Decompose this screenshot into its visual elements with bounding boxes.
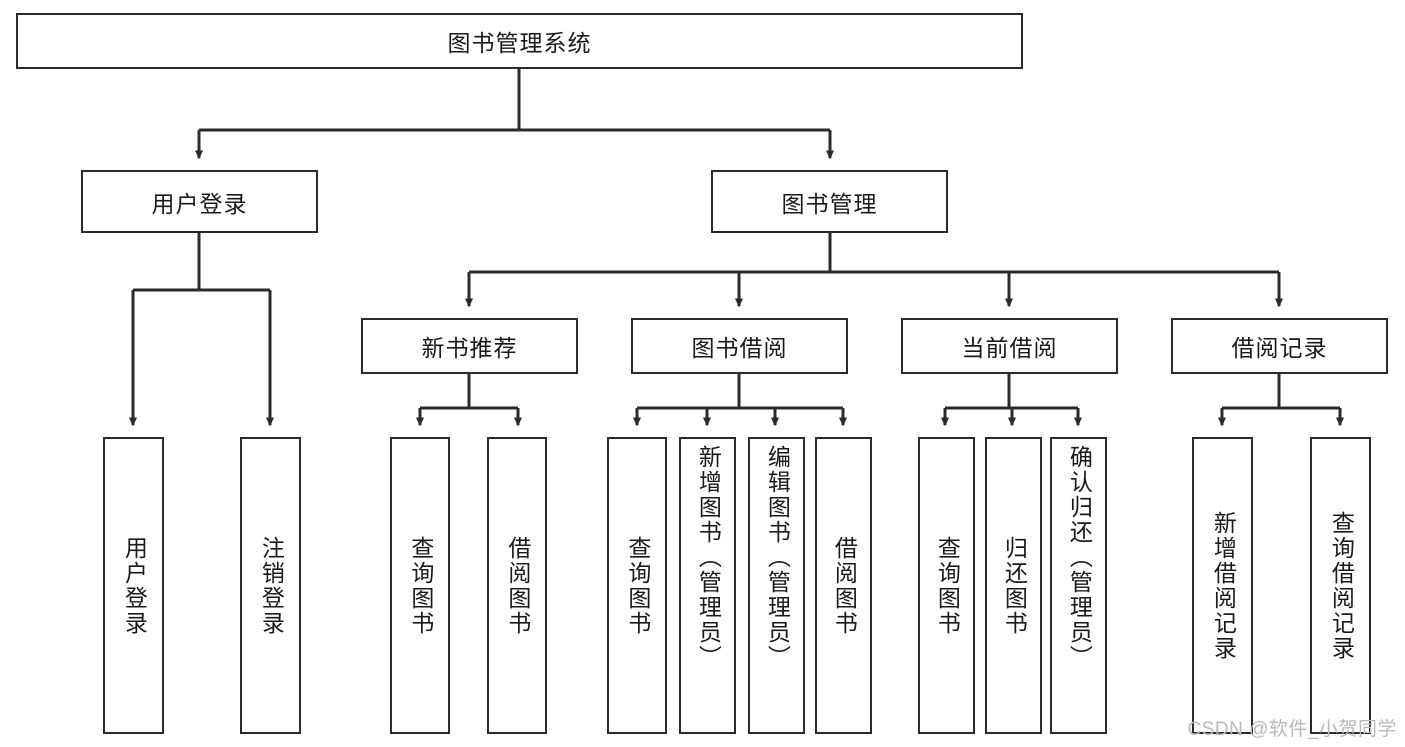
node-leaf-query-book-1[interactable]: 查询图书: [390, 437, 450, 734]
node-leaf-logout-label: 注销登录: [258, 535, 285, 636]
node-leaf-edit-book[interactable]: 编辑图书（管理员）: [748, 437, 805, 734]
node-current-borrow-label: 当前借阅: [961, 335, 1058, 361]
node-leaf-user-login-label: 用户登录: [121, 535, 148, 636]
node-new-book-recommend[interactable]: 新书推荐: [361, 318, 578, 374]
node-leaf-query-record-label: 查询借阅记录: [1328, 510, 1355, 661]
node-current-borrow[interactable]: 当前借阅: [901, 318, 1118, 374]
node-leaf-add-book-label: 新增图书（管理员）: [695, 445, 722, 670]
node-leaf-logout[interactable]: 注销登录: [240, 437, 301, 734]
node-leaf-query-book-1-label: 查询图书: [407, 535, 434, 636]
node-book-management-label: 图书管理: [781, 190, 878, 217]
node-user-login-label: 用户登录: [151, 190, 248, 217]
node-borrow-record[interactable]: 借阅记录: [1171, 318, 1388, 374]
node-new-book-recommend-label: 新书推荐: [421, 335, 518, 361]
node-leaf-query-record[interactable]: 查询借阅记录: [1310, 437, 1371, 734]
node-leaf-confirm-return-label: 确认归还（管理员）: [1066, 445, 1093, 670]
node-leaf-return-book[interactable]: 归还图书: [985, 437, 1042, 734]
node-leaf-return-book-label: 归还图书: [1001, 535, 1028, 636]
node-leaf-add-book[interactable]: 新增图书（管理员）: [679, 437, 736, 734]
node-leaf-add-record[interactable]: 新增借阅记录: [1192, 437, 1253, 734]
node-leaf-borrow-book-2[interactable]: 借阅图书: [815, 437, 872, 734]
node-leaf-edit-book-label: 编辑图书（管理员）: [764, 445, 791, 670]
node-leaf-query-book-2-label: 查询图书: [624, 535, 651, 636]
node-leaf-query-book-2[interactable]: 查询图书: [607, 437, 667, 734]
node-user-login[interactable]: 用户登录: [81, 170, 318, 233]
node-root-system-label: 图书管理系统: [447, 30, 592, 56]
node-leaf-query-book-3[interactable]: 查询图书: [918, 437, 975, 734]
node-book-borrow-label: 图书借阅: [691, 335, 788, 361]
node-leaf-confirm-return[interactable]: 确认归还（管理员）: [1050, 437, 1107, 734]
node-leaf-borrow-book-2-label: 借阅图书: [831, 535, 858, 636]
node-book-borrow[interactable]: 图书借阅: [631, 318, 848, 374]
node-leaf-query-book-3-label: 查询图书: [934, 535, 961, 636]
node-book-management[interactable]: 图书管理: [711, 170, 948, 233]
node-root-system[interactable]: 图书管理系统: [16, 13, 1023, 69]
node-borrow-record-label: 借阅记录: [1231, 335, 1328, 361]
node-leaf-user-login[interactable]: 用户登录: [103, 437, 164, 734]
node-leaf-borrow-book-1[interactable]: 借阅图书: [487, 437, 547, 734]
node-leaf-add-record-label: 新增借阅记录: [1210, 510, 1237, 661]
csdn-watermark: CSDN @软件_小贺同学: [1187, 719, 1397, 740]
node-leaf-borrow-book-1-label: 借阅图书: [504, 535, 531, 636]
